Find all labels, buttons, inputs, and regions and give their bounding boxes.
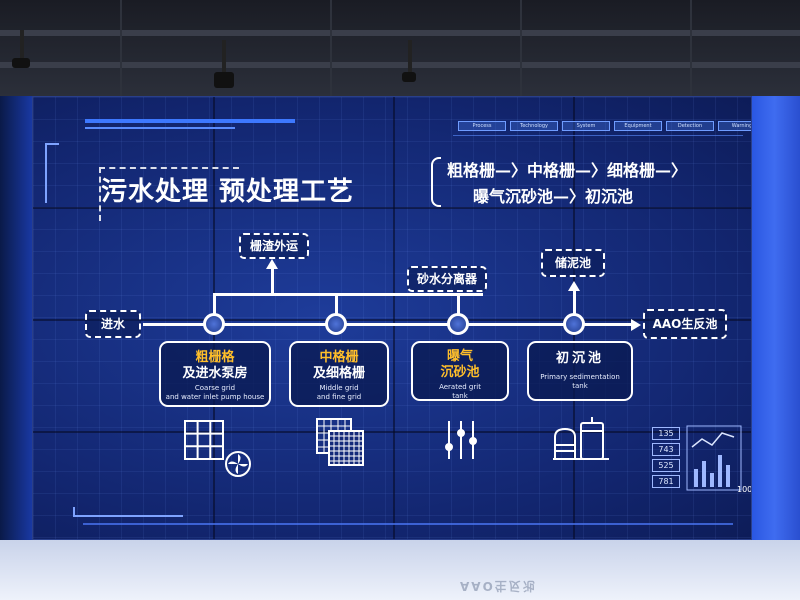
camera-mount xyxy=(408,40,412,76)
panel-bezel xyxy=(33,431,751,433)
tab-process[interactable]: Process xyxy=(458,121,506,131)
arrow-up-icon xyxy=(568,281,580,291)
bottom-deco-line xyxy=(83,523,733,525)
branch-line xyxy=(213,293,216,323)
tab-warning[interactable]: Warning xyxy=(718,121,751,131)
stage-label-cn: 中格栅 xyxy=(319,350,359,365)
stage-aerated-grit-tank[interactable]: 曝气 沉砂池 Aerated grit tank xyxy=(411,341,509,401)
sludge-storage-box: 储泥池 xyxy=(541,249,605,277)
camera-mount xyxy=(222,40,226,76)
main-flow-line xyxy=(143,323,633,326)
header-deco-bar xyxy=(85,119,295,123)
stage-label-cn: 粗栅格 xyxy=(195,350,235,365)
stat-value: 743 xyxy=(652,443,680,456)
stage-label-en: Aerated grit xyxy=(439,383,481,391)
mesh-grid-icon xyxy=(316,418,364,466)
inlet-box: 进水 xyxy=(85,310,141,338)
floor xyxy=(0,540,800,600)
ceiling-beam xyxy=(120,0,122,96)
stage-label-en: and fine grid xyxy=(316,393,362,401)
stage-middle-fine-grid[interactable]: 中格栅 及细格栅 Middle grid and fine grid xyxy=(289,341,389,407)
floor-reflection: AAO生反池 xyxy=(460,579,537,593)
tab-equipment[interactable]: Equipment xyxy=(614,121,662,131)
ceiling-beam xyxy=(520,0,522,96)
tab-system[interactable]: System xyxy=(562,121,610,131)
panel-bezel xyxy=(393,97,395,539)
camera-mount xyxy=(20,30,24,60)
branch-line xyxy=(457,293,460,323)
flow-node[interactable] xyxy=(563,313,585,335)
tab-detection[interactable]: Detection xyxy=(666,121,714,131)
ceiling-rail xyxy=(0,30,800,36)
stats-icon xyxy=(686,425,742,491)
stage-label-en: Coarse grid xyxy=(194,384,236,392)
panel-bezel xyxy=(33,207,751,209)
process-brace xyxy=(431,157,441,207)
title-main: 污水处理 xyxy=(101,177,210,207)
outlet-box: AAO生反池 xyxy=(643,309,727,339)
flow-arrow-icon xyxy=(631,319,641,331)
flow-node[interactable] xyxy=(447,313,469,335)
stage-label-en: and water inlet pump house xyxy=(165,393,265,401)
flow-node[interactable] xyxy=(325,313,347,335)
stage-label-en: tank xyxy=(572,382,588,390)
video-wall-screen: Process Technology System Equipment Dete… xyxy=(32,96,752,540)
panel-bezel xyxy=(33,319,751,321)
process-steps-line2: 曝气沉砂池—〉初沉池 xyxy=(473,187,634,206)
screenings-box: 栅渣外运 xyxy=(239,233,309,259)
arrow-up-icon xyxy=(266,259,278,269)
stage-label-en: Middle grid xyxy=(319,384,359,392)
stage-label-cn: 曝气 xyxy=(446,349,473,364)
branch-line xyxy=(573,289,576,323)
title-sub: 预处理工艺 xyxy=(219,177,355,207)
title-bracket xyxy=(99,167,239,221)
branch-line xyxy=(271,267,274,293)
stage-label-cn: 初沉池 xyxy=(555,351,604,366)
stat-value: 135 xyxy=(652,427,680,440)
stage-coarse-grid[interactable]: 粗栅格 及进水泵房 Coarse grid and water inlet pu… xyxy=(159,341,271,407)
stage-label-cn: 及细格栅 xyxy=(312,366,365,381)
camera-icon xyxy=(214,72,234,88)
ceiling xyxy=(0,0,800,96)
stat-value: 525 xyxy=(652,459,680,472)
ceiling-beam xyxy=(330,0,332,96)
flow-node[interactable] xyxy=(203,313,225,335)
header-deco-line xyxy=(453,135,743,136)
stage-label-en: Primary sedimentation xyxy=(540,373,620,381)
stage-primary-sedimentation[interactable]: 初沉池 Primary sedimentation tank xyxy=(527,341,633,401)
branch-line xyxy=(335,293,338,323)
sand-separator-box: 砂水分离器 xyxy=(407,266,487,292)
stat-value: 781 xyxy=(652,475,680,488)
stage-label-en: tank xyxy=(452,392,468,400)
page-number: 100 xyxy=(737,485,752,494)
header-deco-bar xyxy=(85,127,235,129)
tank-icon xyxy=(553,417,609,460)
left-wall xyxy=(0,96,34,600)
grid-icon xyxy=(184,420,224,460)
stats-panel: 135 743 525 781 xyxy=(648,425,748,493)
fan-icon xyxy=(225,451,251,477)
page-title: 污水处理预处理工艺 xyxy=(101,171,354,208)
camera-icon xyxy=(12,58,30,68)
branch-line xyxy=(213,293,483,296)
stage-label-cn: 及进水泵房 xyxy=(182,366,248,381)
ceiling-beam xyxy=(690,0,692,96)
ceiling-rail xyxy=(0,62,800,68)
stage-label-cn: 沉砂池 xyxy=(440,365,480,380)
slider-icon xyxy=(445,421,477,459)
corner-deco xyxy=(73,507,183,517)
top-nav-tabs: Process Technology System Equipment Dete… xyxy=(458,121,751,131)
tab-technology[interactable]: Technology xyxy=(510,121,558,131)
camera-icon xyxy=(402,72,416,82)
corner-deco xyxy=(45,143,59,203)
process-steps-line1: 粗格栅—〉中格栅—〉细格栅—〉 xyxy=(447,161,688,180)
